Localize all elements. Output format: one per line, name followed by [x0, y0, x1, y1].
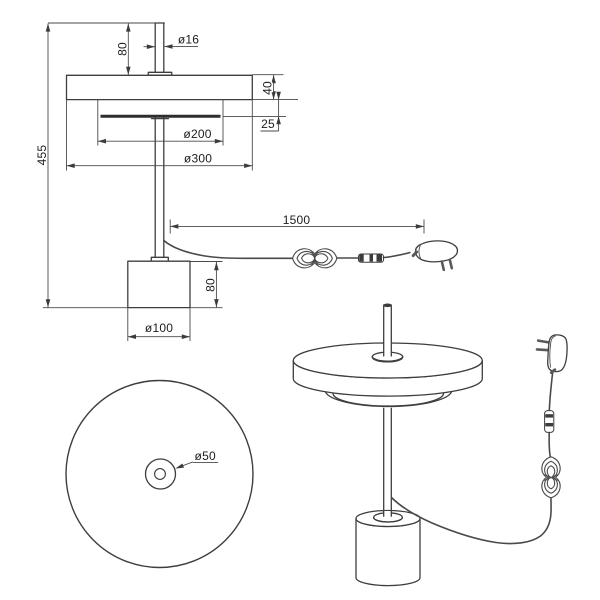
lamp-base: [127, 260, 191, 309]
power-cable-front: [163, 239, 459, 272]
plug-prongs-perspective: [535, 339, 550, 352]
dim-shade-diameter-label: ø300: [184, 152, 212, 166]
cable-coil-perspective: [541, 456, 561, 499]
base-collar-front-arc: [372, 516, 404, 523]
base-plate-outline: [65, 379, 254, 569]
dim-shade-height-label: 40: [261, 81, 275, 95]
plug-prongs-front: [440, 258, 454, 272]
pole-upper-perspective: [383, 303, 392, 357]
lamp-diffuser: [97, 99, 224, 146]
dim-pole-diameter-label: ø16: [178, 33, 199, 47]
power-cable-perspective: [390, 334, 568, 545]
dim-shade-diameter: ø300: [66, 99, 253, 171]
dim-base-detail-diameter: ø50: [175, 447, 219, 469]
diffuser-inner-arc: [332, 392, 445, 407]
plug-grommet-perspective: [549, 368, 557, 375]
top-view: ø50: [65, 379, 254, 569]
cable-connector-perspective: [544, 410, 555, 433]
cable-connector-front: [358, 253, 384, 263]
dim-diffuser-diameter: ø200: [97, 126, 223, 144]
dim-base-diameter-label: ø100: [145, 321, 173, 335]
dim-total-height: 455: [34, 22, 156, 309]
pole-lower-perspective: [383, 407, 392, 515]
power-adapter-perspective: [535, 334, 568, 375]
base-hole-circle: [154, 468, 166, 480]
dim-pole-top-height: 80: [114, 23, 131, 75]
perspective-view: [292, 303, 568, 587]
dim-pole-top-height-label: 80: [116, 42, 130, 56]
dim-pole-diameter: ø16: [143, 31, 201, 49]
lamp-shade: [65, 74, 253, 101]
shade-collar-front-arc: [371, 356, 404, 362]
dim-diffuser-diameter-label: ø200: [183, 127, 211, 141]
front-view: 455 80 ø16 40 25 ø20: [34, 22, 459, 341]
dim-base-detail-diameter-label: ø50: [195, 449, 216, 463]
lamp-base-perspective: [355, 509, 421, 587]
dim-cable-length: 1500: [169, 212, 425, 234]
dim-cable-length-label: 1500: [283, 213, 311, 227]
dim-diffuser-recess-label: 25: [261, 117, 275, 131]
dim-base-diameter: ø100: [127, 308, 191, 341]
cable-coil-front: [291, 248, 338, 269]
plug-grommet-front: [411, 250, 419, 258]
pole-cap: [383, 303, 392, 308]
dim-diffuser-recess: 25: [223, 91, 286, 133]
lamp-pole-upper: [154, 22, 165, 73]
dim-total-height-label: 455: [35, 145, 49, 166]
power-plug-front: [411, 240, 459, 272]
lamp-pole-lower: [154, 117, 165, 258]
dim-base-height: 80: [190, 261, 223, 309]
dim-base-height-label: 80: [204, 278, 218, 292]
dim-shade-height: 40: [252, 74, 298, 101]
base-hub-circle: [144, 458, 177, 490]
